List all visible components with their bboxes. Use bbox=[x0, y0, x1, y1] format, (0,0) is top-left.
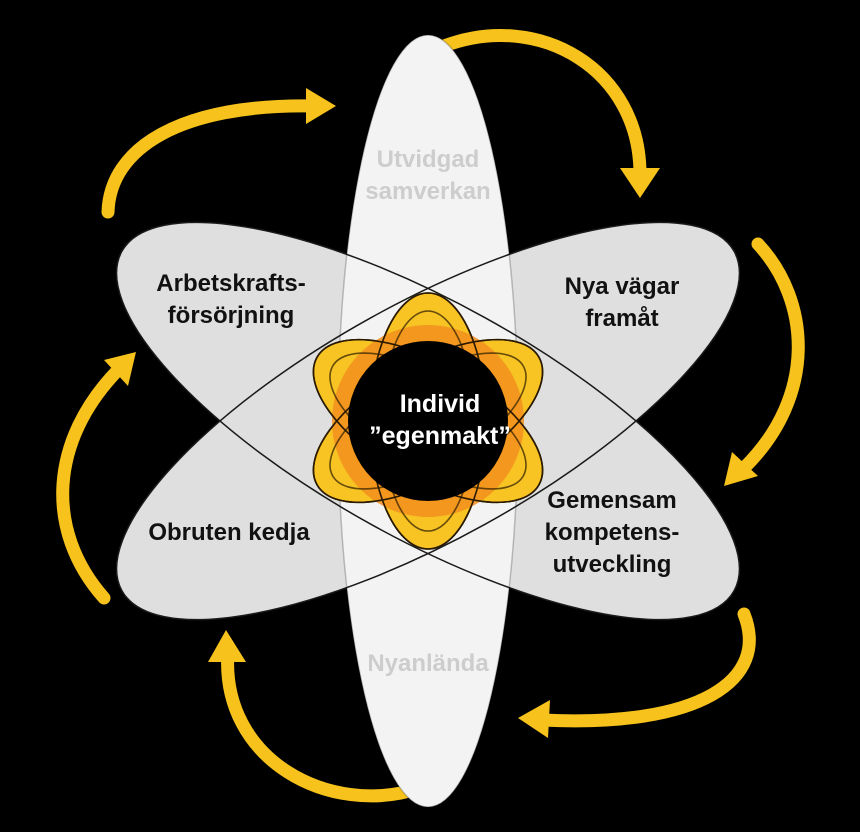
center-disc bbox=[348, 341, 508, 501]
curved-arrow-icon bbox=[56, 363, 125, 605]
arrow-ring bbox=[56, 29, 805, 803]
arrowhead-icon bbox=[208, 630, 246, 662]
atom-core bbox=[312, 292, 544, 550]
arrowhead-icon bbox=[518, 700, 550, 738]
curved-arrow-icon bbox=[101, 99, 319, 219]
curved-arrow-icon bbox=[535, 607, 756, 728]
curved-arrow-icon bbox=[221, 645, 427, 803]
label-lower-left-petal: Obruten kedja bbox=[148, 519, 310, 546]
label-upper-left-petal: Arbetskrafts- försörjning bbox=[156, 270, 306, 329]
center-label: Individ ”egenmakt” bbox=[369, 390, 511, 450]
label-bottom-petal: Nyanlända bbox=[367, 650, 489, 677]
curved-arrow-icon bbox=[437, 29, 647, 181]
label-upper-right-petal: Nya vägar framåt bbox=[564, 273, 680, 332]
arrowhead-icon bbox=[306, 88, 336, 124]
curved-arrow-icon bbox=[737, 237, 805, 475]
arrowhead-icon bbox=[724, 452, 758, 486]
label-lower-right-petal: Gemensam kompetens- utveckling bbox=[544, 487, 680, 578]
label-top-petal: Utvidgad samverkan bbox=[365, 146, 491, 205]
arrowhead-icon bbox=[104, 352, 136, 386]
arrowhead-icon bbox=[620, 168, 660, 198]
arrowheads bbox=[104, 88, 758, 738]
